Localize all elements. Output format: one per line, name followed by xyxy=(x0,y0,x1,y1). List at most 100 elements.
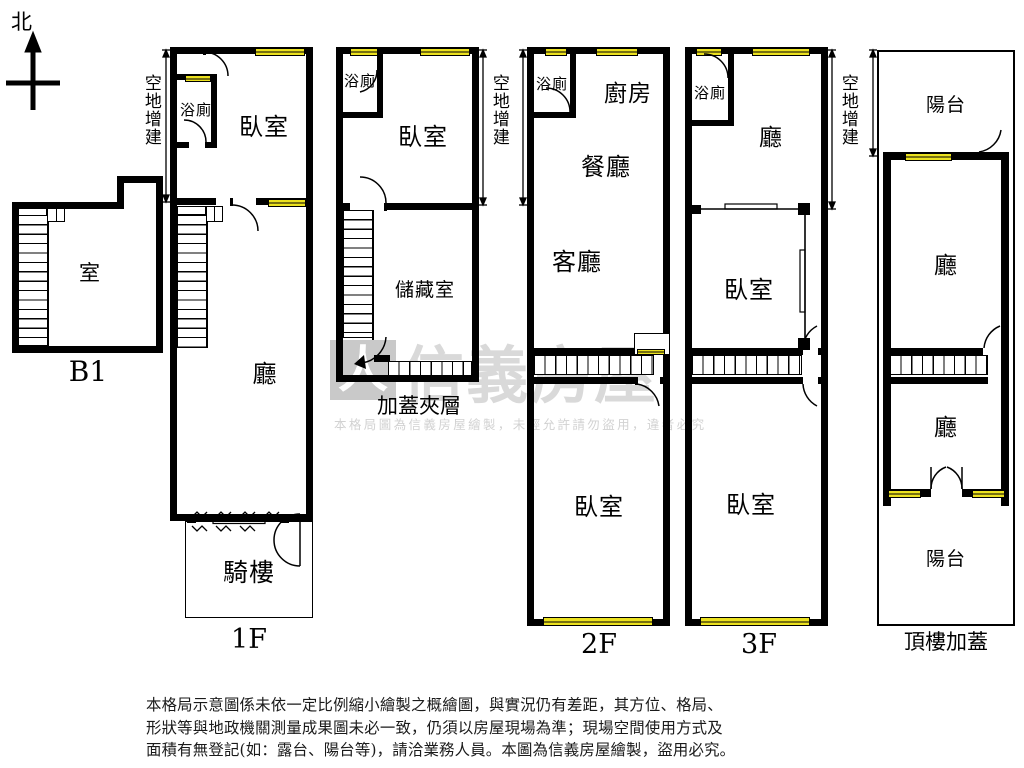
f1-stair-rail xyxy=(206,206,208,348)
rooftop-staircase xyxy=(890,355,988,375)
f2-wall-left xyxy=(527,47,534,626)
floor-caption-mezzanine: 加蓋夾層 xyxy=(377,394,461,418)
f2-wall-mid-upper xyxy=(527,348,670,355)
f3-wall-mid-upper-left xyxy=(685,348,803,355)
f3-window-top-left xyxy=(696,48,722,56)
b1-wall-top-left xyxy=(12,202,124,209)
rooftop-window-lower-right xyxy=(972,490,1005,498)
watermark-note: 本格局圖為信義房屋繪製，未經允許請勿盜用，違者必究 xyxy=(334,417,707,432)
room-label-f3-bath: 浴廁 xyxy=(693,84,726,102)
room-label-rooftop-hall-lower: 廳 xyxy=(934,415,958,441)
f1-stair-landing xyxy=(177,206,206,215)
f2-wall-mid-lower-left xyxy=(527,377,637,384)
rooftop-wall-right xyxy=(1001,152,1009,506)
f3-window-bottom xyxy=(700,617,810,626)
rooftop-wall-mid-upper-right xyxy=(1001,348,1009,355)
room-label-f3-hall: 廳 xyxy=(759,125,783,151)
b1-wall-notch-up xyxy=(117,176,124,208)
b1-stair-top-divider xyxy=(56,208,58,222)
disclaimer-line-3: 面積有無登記(如：露台、陽台等)，請洽業務人員。本圖為信義房屋繪製，盜用必究。 xyxy=(146,741,736,759)
b1-stair-rail xyxy=(47,208,49,347)
floor-caption-1f: 1F xyxy=(231,624,267,655)
floor-caption-b1: B1 xyxy=(68,355,108,388)
room-label-f2-living: 客廳 xyxy=(552,248,602,276)
f2-window-top-left xyxy=(545,48,567,56)
f3-wall-right xyxy=(821,47,828,626)
f2-bath-wall-bottom xyxy=(534,112,576,118)
b1-wall-bottom xyxy=(12,346,163,353)
disclaimer-line-2: 形狀等與地政機關測量成果圖未必一致，仍須以房屋現場為準；現場空間使用方式及 xyxy=(146,718,723,737)
room-label-b1-shi: 室 xyxy=(79,261,101,285)
f3-wall-left xyxy=(685,47,692,626)
mz-bath-wall-bottom xyxy=(343,112,383,118)
room-label-f1-arcade: 騎樓 xyxy=(222,558,275,587)
rooftop-window-lower-left xyxy=(888,490,921,498)
f1-wall-bottom xyxy=(170,514,313,521)
f1-bath-wall-right xyxy=(211,74,217,148)
disclaimer-line-1: 本格局示意圖係未依一定比例縮小繪製之概繪圖，與實況仍有差距，其方位、格局、 xyxy=(146,696,723,714)
room-label-f1-bath: 浴廁 xyxy=(179,101,212,119)
room-label-mz-storage: 儲藏室 xyxy=(394,279,455,301)
annotation-vacant-extension-3f: 空地增建 xyxy=(837,74,858,146)
f1-window-mid xyxy=(268,199,306,207)
room-label-f1-bedroom: 臥室 xyxy=(239,113,289,141)
floor-caption-3f: 3F xyxy=(741,629,777,660)
f2-wall-mid-lower-right xyxy=(660,377,670,384)
room-label-f1-hall: 廳 xyxy=(252,360,278,388)
f3-wall-mid-lower-left xyxy=(685,377,803,384)
mz-wall-lower-stub xyxy=(374,355,390,362)
annotation-vacant-extension-1f: 空地增建 xyxy=(140,74,161,146)
room-label-f2-dining: 餐廳 xyxy=(581,153,631,181)
f3-bath-wall-bottom xyxy=(692,120,734,126)
mz-staircase xyxy=(343,210,373,338)
f3-wall-mid-lower-right xyxy=(818,377,828,384)
mz-window-top-left xyxy=(350,48,378,56)
f1-bath-window xyxy=(185,75,211,82)
b1-wall-right xyxy=(156,176,163,353)
mz-window-top-right xyxy=(420,48,470,56)
f3-bath-wall-right xyxy=(728,54,734,126)
room-label-rooftop-balcony-bottom: 陽台 xyxy=(925,548,966,570)
mz-staircase-bottom xyxy=(388,361,472,376)
mz-bath-wall-right xyxy=(377,54,383,118)
f2-staircase xyxy=(534,355,654,375)
f1-wall-left xyxy=(170,47,177,521)
f1-stair-top-divider xyxy=(214,206,216,222)
room-label-rooftop-balcony-top: 陽台 xyxy=(925,94,966,116)
f1-bath-wall-bottom xyxy=(177,142,189,148)
f2-window-bottom xyxy=(543,617,653,626)
mz-wall-mid-left xyxy=(336,203,350,210)
f1-window-top xyxy=(255,48,305,56)
rooftop-wall-mid-upper-left xyxy=(883,348,983,355)
rooftop-outer-boundary xyxy=(877,50,1015,626)
f1-bath-wall-bottom2 xyxy=(205,142,217,148)
mz-wall-right xyxy=(472,47,479,382)
b1-staircase xyxy=(18,215,48,346)
f3-wall-mid-upper-right xyxy=(818,348,828,355)
b1-wall-notch-top xyxy=(117,176,163,183)
room-label-mz-bath: 浴廁 xyxy=(343,72,376,90)
room-label-f3-bedroom-upper: 臥室 xyxy=(724,276,774,304)
f1-wall-mid-left xyxy=(170,198,216,205)
f3-window-top-right xyxy=(752,48,810,56)
compass-label: 北 xyxy=(11,10,32,34)
mz-wall-top xyxy=(336,47,479,54)
mz-wall-bottom xyxy=(336,375,479,382)
room-label-f2-bath: 浴廁 xyxy=(535,75,568,93)
b1-stair-landing xyxy=(18,208,47,216)
rooftop-window-upper xyxy=(905,153,952,161)
f1-staircase xyxy=(177,215,207,348)
f2-bath-wall-right xyxy=(570,54,576,118)
f3-staircase xyxy=(692,355,802,375)
room-label-f2-kitchen: 廚房 xyxy=(604,81,652,107)
disclaimer-text: 本格局示意圖係未依一定比例縮小繪製之概繪圖，與實況仍有差距，其方位、格局、 形狀… xyxy=(146,694,886,762)
room-label-f3-bedroom-lower: 臥室 xyxy=(726,491,776,519)
floor-caption-2f: 2F xyxy=(581,629,617,660)
f1-wall-top-stub xyxy=(228,47,256,54)
rooftop-wall-mid-lower xyxy=(883,377,988,384)
rooftop-wall-left xyxy=(883,152,891,506)
b1-wall-left xyxy=(12,202,19,353)
floor-caption-rooftop: 頂樓加蓋 xyxy=(904,630,988,654)
f2-stair-rail-window xyxy=(637,349,665,355)
